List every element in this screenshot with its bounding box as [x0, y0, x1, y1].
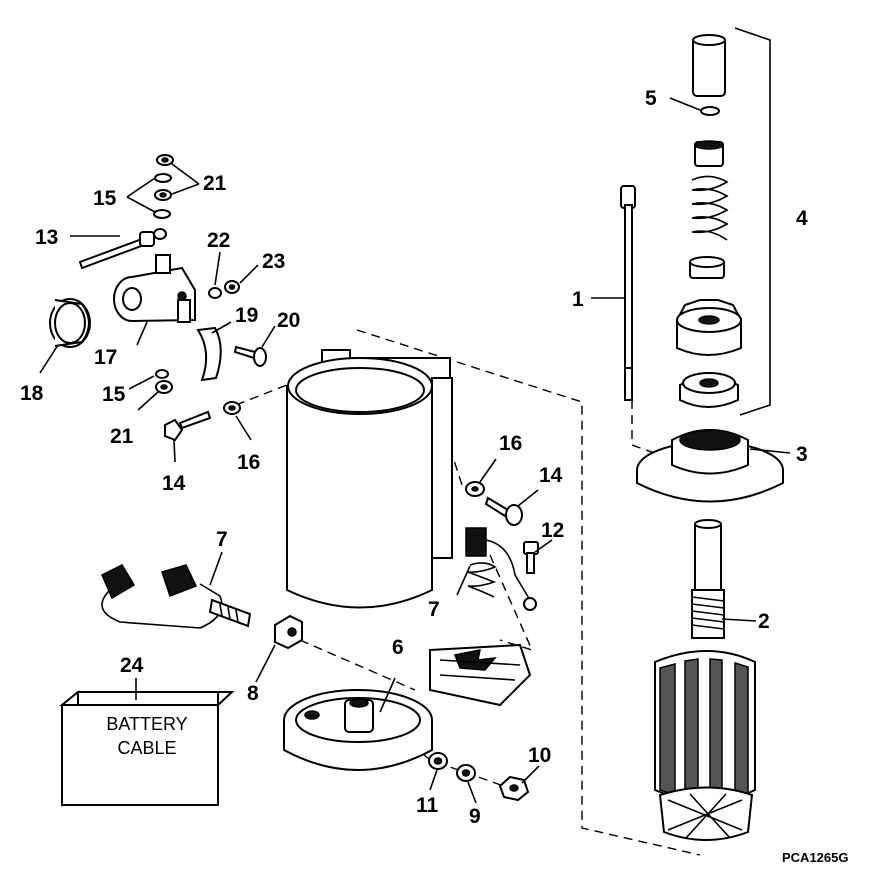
callout-numbers: 5 4 1 3 2 21 15 13 22 23 19 20 17 18 15 … [20, 87, 848, 865]
callout-8: 8 [247, 682, 259, 705]
nut-10 [498, 775, 530, 802]
through-bolt-1 [620, 185, 636, 401]
sleeve [694, 140, 724, 167]
callout-21b: 21 [110, 425, 134, 448]
stop-nut [679, 372, 739, 408]
callout-22: 22 [207, 229, 230, 252]
callout-23: 23 [262, 250, 285, 273]
callout-15b: 15 [102, 383, 126, 406]
collar [689, 256, 725, 279]
callout-7a: 7 [216, 528, 228, 551]
screw-14-lower [484, 496, 523, 526]
drawing-code: PCA1265G [782, 850, 848, 865]
callout-9: 9 [469, 805, 481, 828]
bushing-18 [49, 298, 91, 348]
bushing-top [692, 34, 726, 97]
callout-20: 20 [277, 309, 300, 332]
brush-plate-6 [429, 643, 532, 707]
washers-22-23 [208, 280, 240, 299]
bracket-8 [274, 614, 303, 650]
leader-lines [39, 97, 791, 804]
callout-18: 18 [20, 382, 44, 405]
drive-pinion [676, 299, 742, 356]
callout-7b: 7 [428, 598, 440, 621]
brushes-7 [101, 564, 252, 629]
callout-10: 10 [528, 744, 551, 767]
callout-1: 1 [572, 288, 584, 311]
drive-end-cap-3 [636, 429, 784, 503]
washer-9 [456, 764, 476, 782]
bolt-14-upper [164, 410, 212, 442]
battery-box-line2: CABLE [117, 738, 176, 758]
callout-15a: 15 [93, 187, 117, 210]
callout-24: 24 [120, 654, 144, 677]
callout-14b: 14 [539, 464, 563, 487]
callout-2: 2 [758, 610, 770, 633]
callout-16a: 16 [237, 451, 260, 474]
callout-14a: 14 [162, 472, 186, 495]
callout-12: 12 [541, 519, 564, 542]
washer-16-upper [223, 401, 241, 415]
terminal-stud-13 [78, 228, 167, 270]
callout-3: 3 [796, 443, 808, 466]
commutator-end-cap [283, 689, 433, 771]
washer-11 [428, 752, 448, 770]
bracket-19 [196, 326, 222, 382]
callout-5: 5 [645, 87, 657, 110]
brush-spring-assembly [465, 527, 537, 611]
spring-4 [691, 175, 729, 241]
screw-20 [233, 345, 267, 367]
callout-6: 6 [392, 636, 404, 659]
callout-21a: 21 [203, 172, 227, 195]
callout-13: 13 [35, 226, 58, 249]
retaining-ring-5 [700, 106, 720, 116]
callout-17: 17 [94, 346, 117, 369]
washer-16-lower [465, 481, 485, 497]
nuts-washers-21 [153, 154, 174, 219]
armature-2 [654, 519, 756, 841]
screw-12 [523, 541, 539, 574]
solenoid-17 [113, 254, 196, 323]
callout-11: 11 [416, 794, 439, 817]
battery-box-line1: BATTERY [106, 714, 187, 734]
callout-16b: 16 [499, 432, 522, 455]
callout-4: 4 [796, 207, 808, 230]
field-frame-housing [286, 349, 453, 609]
battery-cable-box: BATTERY CABLE [59, 690, 235, 807]
washers-15-21-lower [155, 369, 173, 394]
callout-19: 19 [235, 304, 258, 327]
